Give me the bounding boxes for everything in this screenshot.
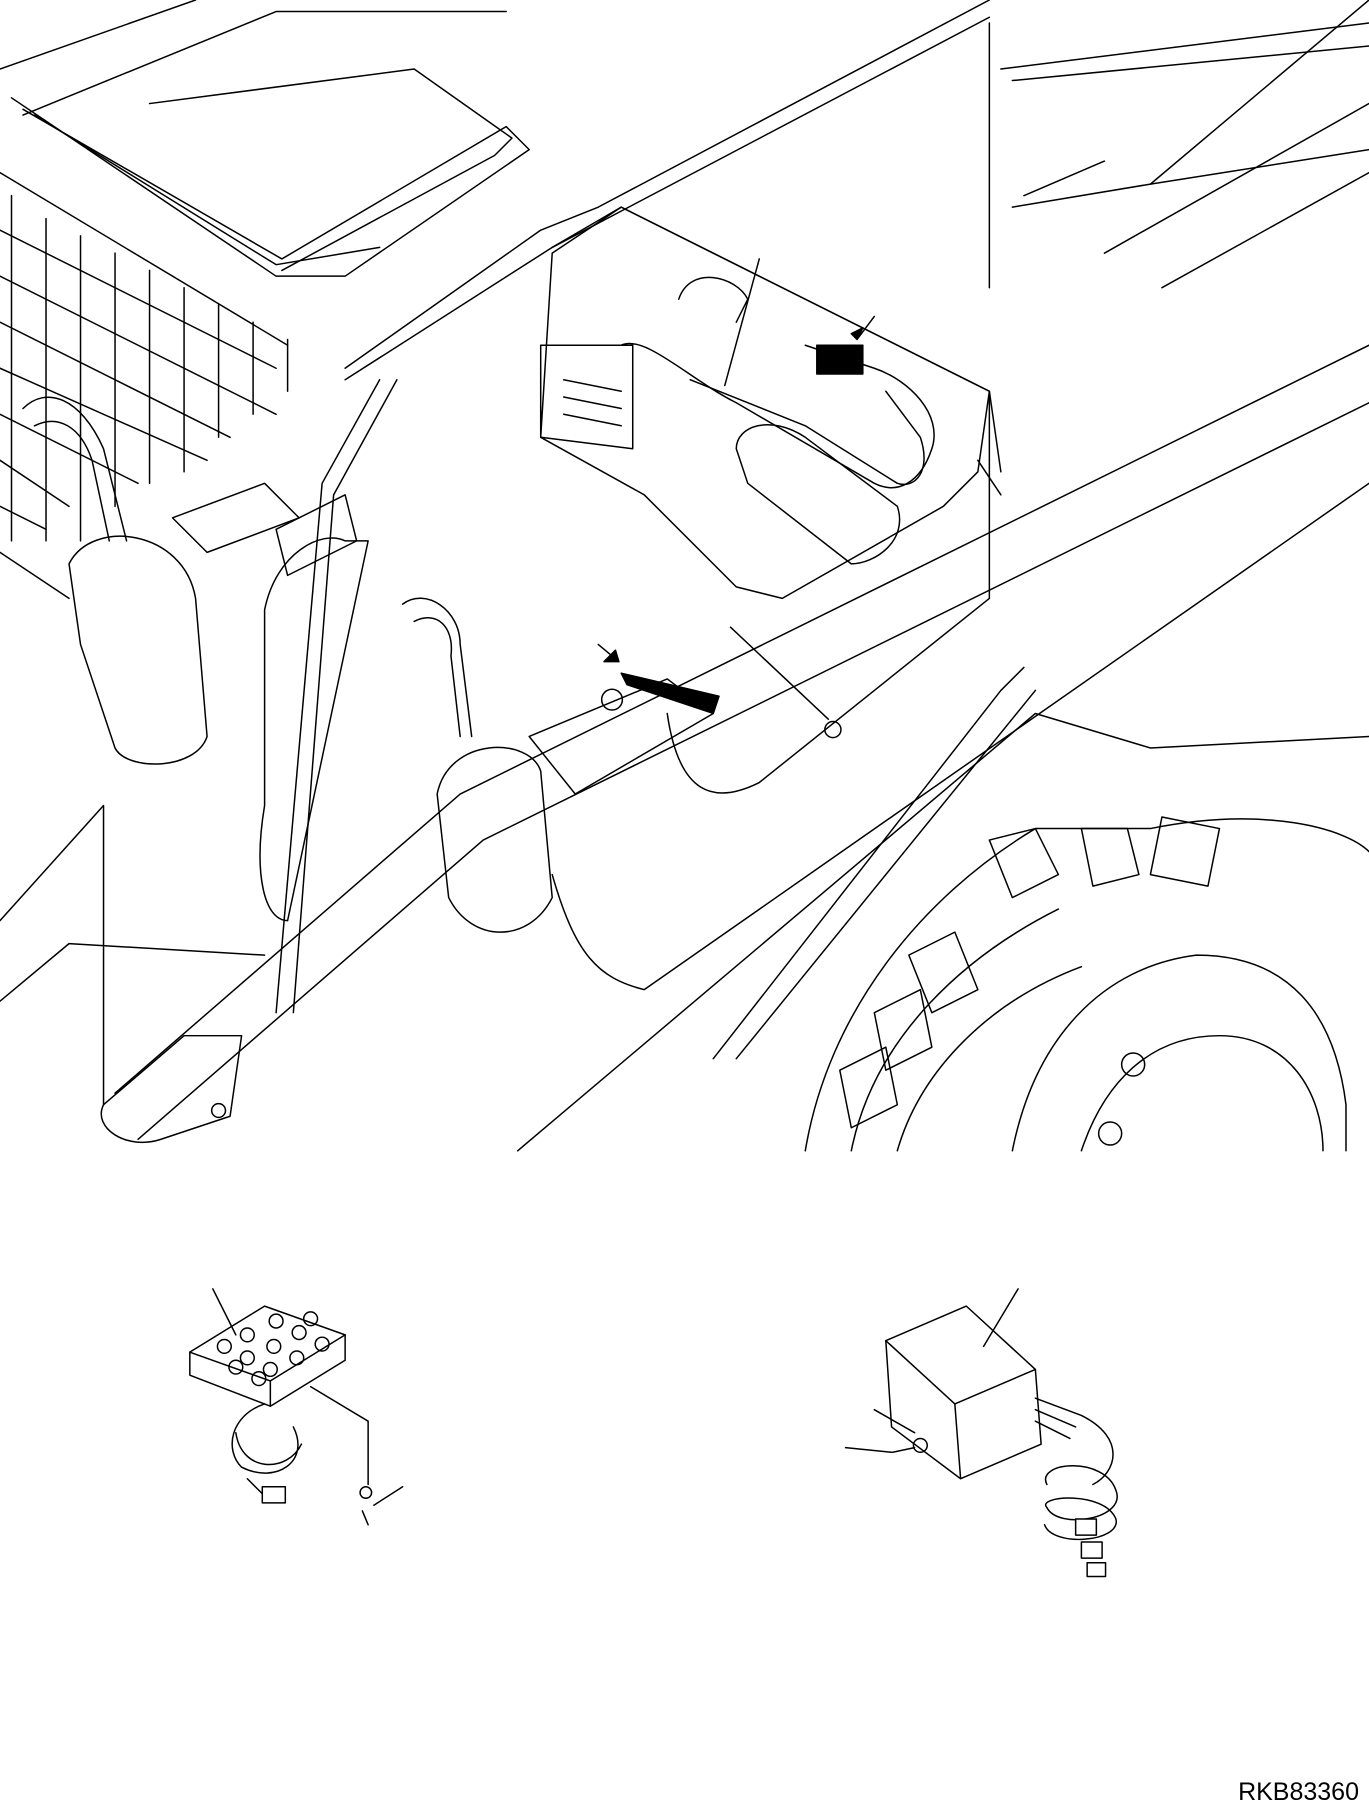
drawing-code-label: RKB83360 <box>1238 1778 1359 1806</box>
boom-arm <box>100 344 1369 1152</box>
harness-cable <box>666 390 1002 794</box>
keypad-detail <box>189 1288 404 1526</box>
side-grille <box>0 171 289 600</box>
right-joystick <box>401 482 1369 991</box>
tire <box>804 816 1369 1152</box>
control-panel <box>539 206 991 600</box>
cab-pillar <box>0 379 398 1106</box>
controller-detail <box>844 1288 1118 1578</box>
left-joystick <box>22 396 300 765</box>
cab-frame <box>0 0 1369 462</box>
